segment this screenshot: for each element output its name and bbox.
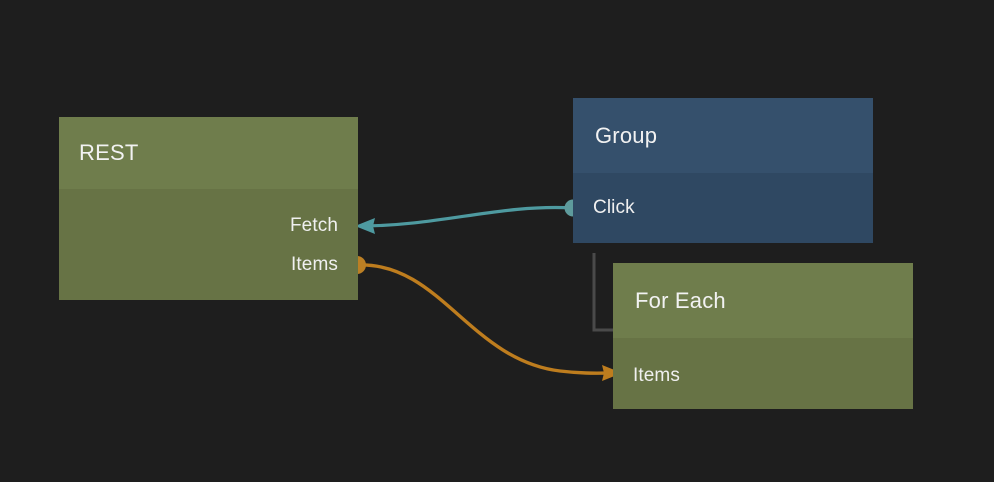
edge-items-to-items (356, 263, 617, 375)
port-for-each-items-label: Items (633, 365, 680, 386)
port-rest-fetch[interactable]: Fetch (290, 214, 358, 238)
edge-group-to-foreach (592, 253, 613, 332)
port-group-click-label: Click (593, 197, 635, 218)
node-for-each-header[interactable]: For Each (613, 263, 913, 338)
port-rest-items-label: Items (291, 254, 338, 275)
port-for-each-items[interactable]: Items (613, 364, 680, 388)
node-group[interactable]: Group Click (573, 98, 873, 243)
node-rest[interactable]: REST Fetch Items (59, 117, 358, 300)
node-for-each-body: Items (613, 338, 913, 409)
edge-click-to-fetch-arrowhead (355, 218, 375, 234)
node-rest-header[interactable]: REST (59, 117, 358, 189)
port-rest-items[interactable]: Items (291, 253, 358, 277)
node-group-body: Click (573, 173, 873, 243)
node-group-header[interactable]: Group (573, 98, 873, 173)
port-rest-fetch-label: Fetch (289, 215, 338, 236)
node-rest-title: REST (79, 140, 139, 165)
node-rest-body: Fetch Items (59, 189, 358, 300)
node-for-each-title: For Each (635, 287, 726, 313)
edge-click-to-fetch (358, 205, 575, 228)
node-group-title: Group (595, 122, 658, 148)
port-group-click[interactable]: Click (573, 196, 635, 220)
node-for-each[interactable]: For Each Items (613, 263, 913, 409)
